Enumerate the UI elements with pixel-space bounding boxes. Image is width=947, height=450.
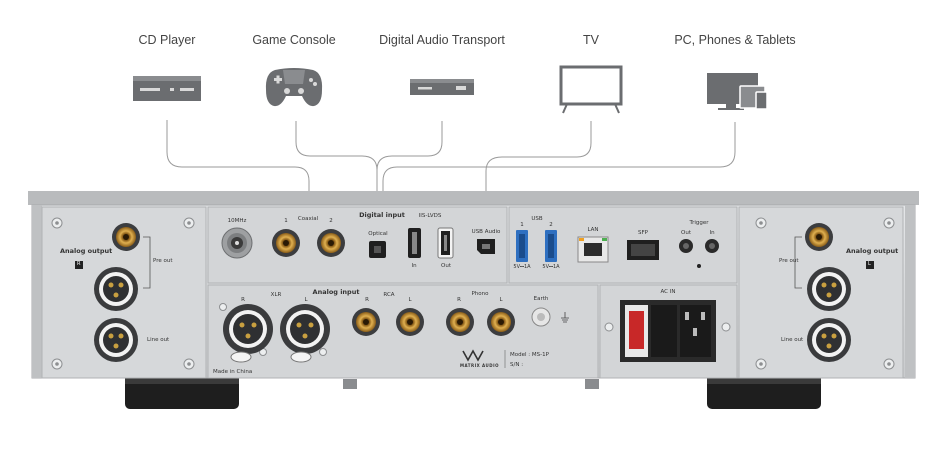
audio-transport-icon <box>410 79 474 95</box>
trigger-out-label: Out <box>681 230 691 236</box>
left-analog-output <box>75 223 151 362</box>
lan-label: LAN <box>587 227 599 233</box>
right-line-out-label: Line out <box>781 337 804 343</box>
usb-port-1-label: 1 <box>520 222 524 228</box>
chassis-top <box>28 191 919 205</box>
xlr-r-label: R <box>241 297 245 303</box>
coaxial-2-label: 2 <box>329 218 333 224</box>
iis-out-label: Out <box>441 263 451 269</box>
analog-input-panel <box>223 304 569 368</box>
phono-l-label: L <box>499 297 503 303</box>
game-controller-icon <box>265 68 323 107</box>
coaxial-label: Coaxial <box>297 216 319 222</box>
usb-audio-label: USB Audio <box>471 229 501 235</box>
digital-input-panel <box>221 227 495 259</box>
screws <box>51 217 895 370</box>
source-label-game-console: Game Console <box>252 33 336 47</box>
digital-input-title: Digital input <box>359 211 405 219</box>
source-label-digital-audio-transport: Digital Audio Transport <box>379 33 505 47</box>
foot-right <box>707 376 821 409</box>
ac-in-label: AC IN <box>660 289 676 295</box>
made-in-label: Made in China <box>213 369 253 375</box>
iis-lvds-label: IIS-LVDS <box>418 213 442 219</box>
rca-r-label: R <box>365 297 369 303</box>
source-label-pc-phones-tablets: PC, Phones & Tablets <box>674 33 796 47</box>
usb-rating-2: 5V⎓1A <box>542 264 560 270</box>
right-analog-output <box>794 223 874 362</box>
earth-label: Earth <box>533 296 549 302</box>
cd-player-icon <box>133 76 201 101</box>
usb-port-2-label: 2 <box>549 222 553 228</box>
xlr-l-label: L <box>304 297 308 303</box>
left-analog-output-title: Analog output <box>60 247 113 255</box>
trigger-in-label: In <box>709 230 715 236</box>
serial-number-label: S/N : <box>510 362 524 368</box>
connection-lines <box>166 120 736 228</box>
sfp-label: SFP <box>638 230 648 236</box>
ac-inlet-panel <box>620 300 716 362</box>
phono-label: Phono <box>471 291 489 297</box>
analog-input-title: Analog input <box>312 288 360 296</box>
usb-lan-panel <box>516 230 719 268</box>
rca-label: RCA <box>383 292 395 298</box>
left-line-out-label: Line out <box>147 337 170 343</box>
trigger-label: Trigger <box>689 220 709 226</box>
pc-phone-tablet-icon <box>707 73 768 110</box>
source-label-tv: TV <box>583 33 599 47</box>
foot-left <box>125 376 239 409</box>
right-analog-output-title: Analog output <box>846 247 899 255</box>
phono-r-label: R <box>457 297 461 303</box>
left-channel-badge: R <box>77 261 81 267</box>
model-label: Model : MS-1P <box>510 352 549 358</box>
optical-label: Optical <box>368 231 388 237</box>
matrix-audio-logo-text: MATRIX AUDIO <box>460 363 499 368</box>
coaxial-1-label: 1 <box>284 218 288 224</box>
right-channel-badge: L <box>868 261 871 267</box>
left-pre-out-label: Pre out <box>153 258 173 264</box>
clock-10mhz-label: 10MHz <box>227 218 247 224</box>
usb-title: USB <box>531 216 543 222</box>
usb-rating-1: 5V⎓1A <box>513 264 531 270</box>
source-label-cd-player: CD Player <box>138 33 196 47</box>
xlr-label: XLR <box>270 292 282 298</box>
iis-in-label: In <box>411 263 417 269</box>
rca-l-label: L <box>408 297 412 303</box>
right-pre-out-label: Pre out <box>779 258 799 264</box>
tv-icon <box>559 65 623 114</box>
